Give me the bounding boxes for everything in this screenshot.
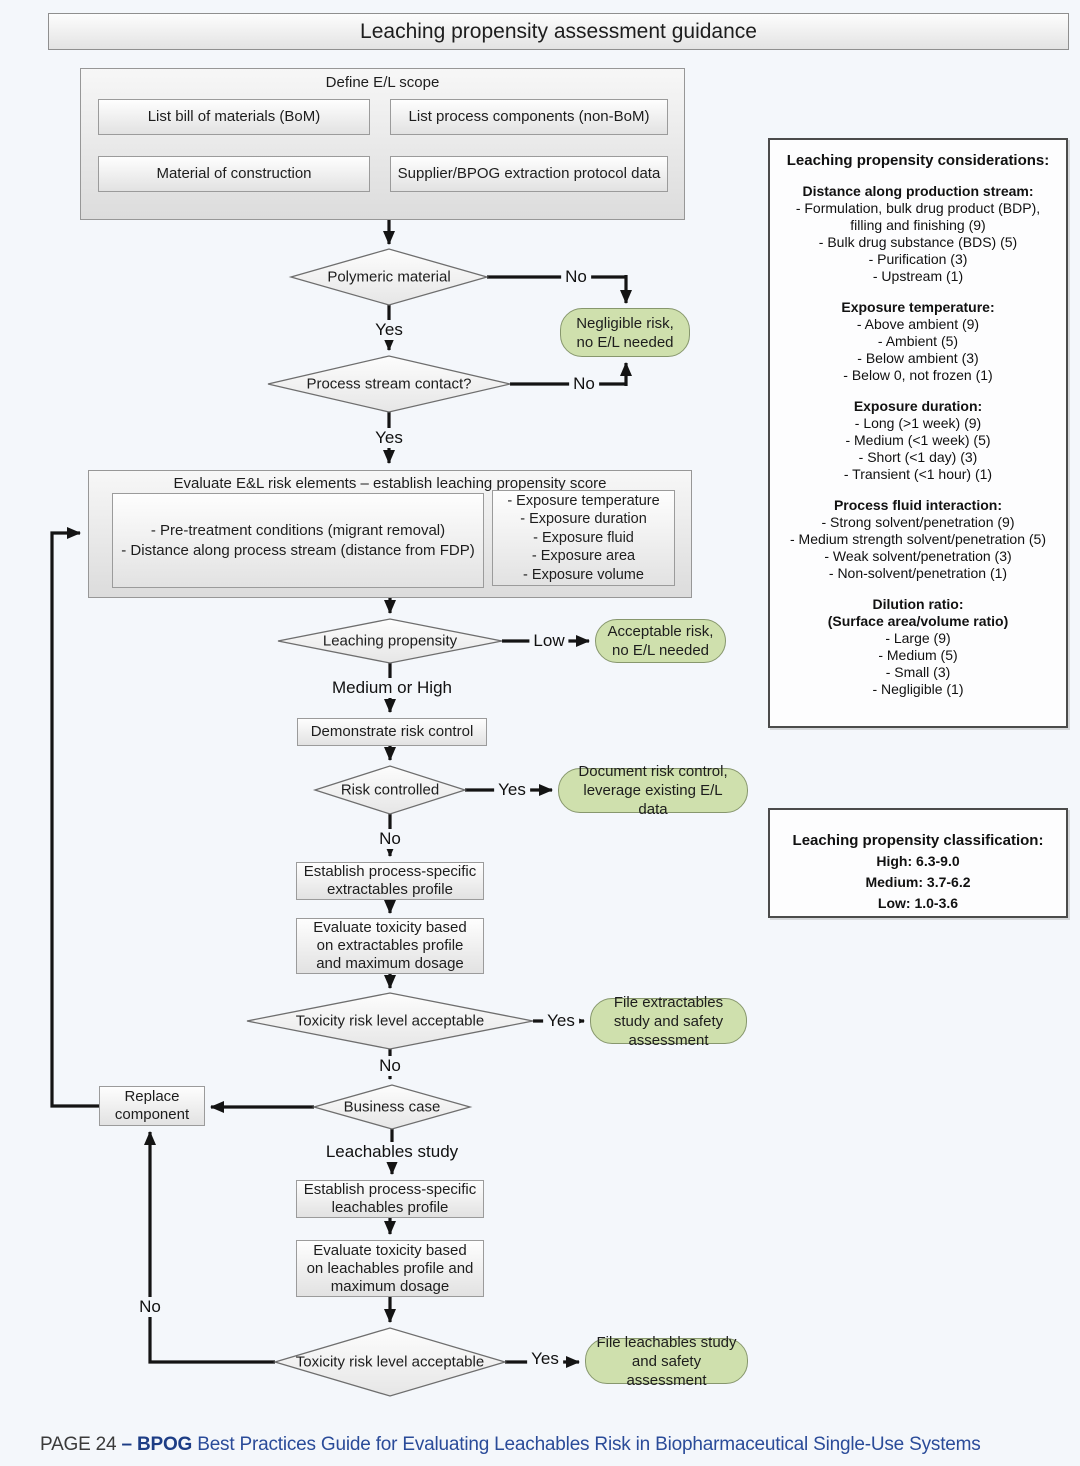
toxicity-acceptable-1-diamond: Toxicity risk level acceptable (295, 1012, 485, 1030)
establish-extractables-box: Establish process-specific extractables … (296, 862, 484, 900)
considerations-item: - Transient (<1 hour) (1) (843, 466, 993, 482)
evaluate-left-line1: - Pre-treatment conditions (migrant remo… (150, 521, 446, 539)
leaching-propensity-diamond: Leaching propensity (322, 632, 458, 650)
negligible-risk-terminal: Negligible risk, no E/L needed (560, 308, 690, 357)
considerations-heading-dilution: Dilution ratio: (872, 596, 964, 612)
considerations-item: - Medium (5) (878, 647, 958, 663)
establish-leachables-box: Establish process-specific leachables pr… (296, 1180, 484, 1218)
polymeric-diamond: Polymeric material (327, 268, 451, 286)
edge-no-1: No (561, 267, 591, 287)
edge-yes-4: Yes (543, 1011, 579, 1031)
footer-brand: BPOG (136, 1434, 193, 1455)
edge-no-3: No (375, 829, 405, 849)
considerations-item: - Medium strength solvent/penetration (5… (789, 531, 1046, 547)
edge-low: Low (529, 631, 569, 651)
document-risk-terminal: Document risk control, leverage existing… (558, 763, 748, 818)
considerations-item: - Large (9) (885, 630, 951, 646)
considerations-item: - Ambient (5) (877, 333, 959, 349)
acceptable-risk-terminal: Acceptable risk, no E/L needed (595, 619, 726, 663)
non-bom-box: List process components (non-BoM) (390, 99, 668, 135)
evaluate-right-line5: - Exposure volume (523, 566, 644, 583)
material-box: Material of construction (98, 156, 370, 192)
considerations-item: - Bulk drug substance (BDS) (5) (818, 234, 1018, 250)
define-scope-group (80, 68, 685, 220)
considerations-item: - Purification (3) (868, 251, 968, 267)
edge-leachables-study: Leachables study (321, 1142, 463, 1162)
evaluate-right-box: - Exposure temperature - Exposure durati… (492, 490, 675, 586)
edge-yes-3: Yes (494, 780, 530, 800)
considerations-item: - Medium (<1 week) (5) (845, 432, 991, 448)
classification-low: Low: 1.0-3.6 (877, 895, 959, 911)
considerations-item: - Weak solvent/penetration (3) (824, 548, 1012, 564)
considerations-panel: Leaching propensity considerations: Dist… (768, 138, 1068, 728)
considerations-item: - Formulation, bulk drug product (BDP), … (795, 200, 1041, 233)
replace-component-box: Replace component (99, 1086, 205, 1126)
evaluate-right-line4: - Exposure area (531, 548, 636, 565)
page-title: Leaching propensity assessment guidance (48, 13, 1069, 50)
considerations-item: - Short (<1 day) (3) (858, 449, 978, 465)
business-case-diamond: Business case (343, 1098, 441, 1116)
considerations-heading-temperature: Exposure temperature: (841, 299, 995, 315)
footer-dash: – (121, 1434, 133, 1455)
footer-page-number: PAGE 24 (40, 1434, 117, 1455)
edge-yes-5: Yes (527, 1349, 563, 1369)
file-extractables-terminal: File extractables study and safety asses… (590, 994, 747, 1049)
evaluate-toxicity-extractables-box: Evaluate toxicity based on extractables … (296, 918, 484, 974)
classification-high: High: 6.3-9.0 (876, 853, 960, 869)
considerations-heading-distance: Distance along production stream: (802, 183, 1034, 199)
evaluate-right-line2: - Exposure duration (520, 511, 647, 528)
evaluate-left-box: - Pre-treatment conditions (migrant remo… (112, 493, 484, 588)
edge-no-4: No (375, 1056, 405, 1076)
edge-no-2: No (569, 374, 599, 394)
evaluate-toxicity-leachables-box: Evaluate toxicity based on leachables pr… (296, 1240, 484, 1297)
evaluate-right-line1: - Exposure temperature (507, 492, 660, 509)
considerations-heading-fluid: Process fluid interaction: (833, 497, 1003, 513)
considerations-item: - Negligible (1) (872, 681, 964, 697)
considerations-item: - Above ambient (9) (856, 316, 980, 332)
considerations-item: - Long (>1 week) (9) (854, 415, 982, 431)
footer-guide-title: Best Practices Guide for Evaluating Leac… (197, 1434, 981, 1455)
page-footer: PAGE 24 – BPOG Best Practices Guide for … (40, 1434, 981, 1456)
considerations-heading-dilution-2: (Surface area/volume ratio) (827, 613, 1009, 629)
considerations-item: - Below 0, not frozen (1) (843, 367, 993, 383)
evaluate-right-line3: - Exposure fluid (533, 529, 634, 546)
evaluate-title: Evaluate E&L risk elements – establish l… (173, 475, 607, 492)
process-contact-diamond: Process stream contact? (306, 375, 472, 393)
risk-controlled-diamond: Risk controlled (340, 781, 440, 799)
considerations-title: Leaching propensity considerations: (786, 152, 1050, 169)
toxicity-acceptable-2-diamond: Toxicity risk level acceptable (295, 1353, 485, 1371)
bom-box: List bill of materials (BoM) (98, 99, 370, 135)
classification-panel: Leaching propensity classification: High… (768, 808, 1068, 918)
edge-yes-2: Yes (371, 428, 407, 448)
demonstrate-box: Demonstrate risk control (297, 718, 487, 746)
edge-medium-or-high: Medium or High (328, 678, 456, 698)
evaluate-left-line2: - Distance along process stream (distanc… (121, 541, 475, 559)
considerations-item: - Upstream (1) (872, 268, 964, 284)
file-leachables-terminal: File leachables study and safety assessm… (585, 1334, 748, 1389)
supplier-box: Supplier/BPOG extraction protocol data (390, 156, 668, 192)
classification-medium: Medium: 3.7-6.2 (865, 874, 971, 890)
classification-title: Leaching propensity classification: (792, 832, 1044, 849)
considerations-item: - Non-solvent/penetration (1) (828, 565, 1008, 581)
edge-no-5: No (135, 1297, 165, 1317)
considerations-item: - Below ambient (3) (857, 350, 979, 366)
considerations-item: - Strong solvent/penetration (9) (821, 514, 1015, 530)
considerations-heading-duration: Exposure duration: (853, 398, 983, 414)
edge-yes-1: Yes (371, 320, 407, 340)
define-scope-label: Define E/L scope (325, 73, 440, 91)
considerations-item: - Small (3) (885, 664, 951, 680)
